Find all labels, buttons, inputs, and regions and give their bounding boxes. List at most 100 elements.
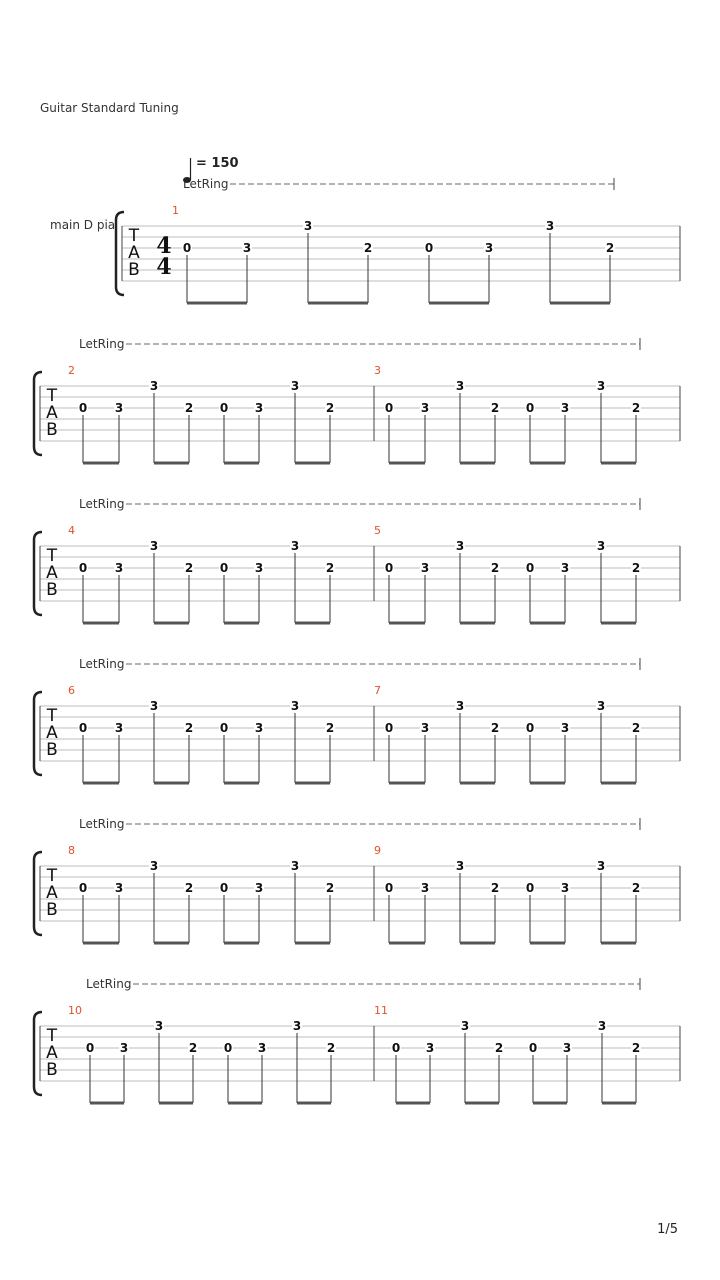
fret-backdrop [188,1041,198,1054]
fret-number: 0 [79,561,87,575]
system-bracket [32,370,43,457]
tab-clef-letter: T [46,706,58,726]
fret-number: 2 [491,881,499,895]
fret-backdrop [560,561,570,574]
fret-number: 2 [606,241,614,255]
fret-number: 0 [385,881,393,895]
tab-clef-letter: A [46,883,58,903]
tab-clef-letter: B [46,900,58,920]
fret-backdrop [184,561,194,574]
fret-backdrop [490,881,500,894]
fret-number: 3 [150,699,158,713]
measure-number: 5 [374,524,381,537]
track-name: main D pia [50,218,115,232]
fret-number: 0 [79,881,87,895]
tab-clef-letter: B [46,740,58,760]
fret-number: 3 [563,1041,571,1055]
tab-clef-letter: B [46,580,58,600]
fret-number: 2 [491,721,499,735]
fret-backdrop [290,699,300,712]
fret-backdrop [545,219,555,232]
tab-clef-letter: T [128,226,140,246]
fret-backdrop [425,1041,435,1054]
fret-number: 3 [258,1041,266,1055]
fret-backdrop [525,721,535,734]
fret-backdrop [596,699,606,712]
fret-number: 3 [150,379,158,393]
fret-number: 2 [326,401,334,415]
fret-backdrop [490,561,500,574]
measure-number: 8 [68,844,75,857]
fret-backdrop [114,721,124,734]
fret-backdrop [149,539,159,552]
fret-backdrop [597,1019,607,1032]
fret-number: 3 [561,721,569,735]
fret-backdrop [85,1041,95,1054]
fret-number: 3 [291,859,299,873]
fret-backdrop [254,881,264,894]
fret-backdrop [78,561,88,574]
fret-number: 3 [255,561,263,575]
fret-backdrop [384,401,394,414]
fret-backdrop [254,401,264,414]
fret-number: 3 [485,241,493,255]
fret-backdrop [303,219,313,232]
fret-backdrop [219,721,229,734]
fret-number: 3 [456,859,464,873]
fret-backdrop [560,881,570,894]
fret-number: 2 [185,561,193,575]
fret-backdrop [596,859,606,872]
fret-backdrop [631,401,641,414]
fret-backdrop [494,1041,504,1054]
fret-backdrop [290,379,300,392]
tab-clef-letter: A [128,243,140,263]
fret-number: 0 [79,401,87,415]
fret-number: 3 [456,539,464,553]
fret-number: 3 [597,859,605,873]
fret-backdrop [384,881,394,894]
tab-clef-letter: T [46,546,58,566]
fret-backdrop [455,699,465,712]
tempo-note-head [183,177,191,183]
fret-backdrop [455,379,465,392]
fret-number: 0 [425,241,433,255]
fret-number: 3 [456,379,464,393]
measure-number: 4 [68,524,75,537]
fret-number: 3 [115,721,123,735]
fret-backdrop [631,1041,641,1054]
measure-number: 1 [172,204,179,217]
fret-backdrop [254,561,264,574]
fret-backdrop [184,721,194,734]
let-ring-label: LetRing [79,657,124,671]
fret-number: 3 [155,1019,163,1033]
fret-backdrop [325,401,335,414]
time-sig-top: 4 [156,233,171,259]
fret-number: 3 [120,1041,128,1055]
fret-backdrop [596,379,606,392]
fret-number: 0 [220,881,228,895]
tab-clef-letter: T [46,866,58,886]
fret-backdrop [384,561,394,574]
fret-backdrop [420,721,430,734]
fret-number: 3 [150,539,158,553]
fret-number: 3 [597,379,605,393]
fret-number: 3 [421,401,429,415]
fret-number: 3 [598,1019,606,1033]
fret-backdrop [184,401,194,414]
fret-backdrop [223,1041,233,1054]
fret-number: 0 [385,561,393,575]
tab-clef-letter: A [46,563,58,583]
time-sig-bottom: 4 [156,254,171,280]
fret-backdrop [455,859,465,872]
fret-backdrop [525,401,535,414]
fret-number: 0 [392,1041,400,1055]
fret-number: 2 [185,401,193,415]
fret-backdrop [560,721,570,734]
fret-backdrop [242,241,252,254]
fret-number: 2 [491,401,499,415]
fret-number: 2 [185,721,193,735]
fret-number: 0 [385,721,393,735]
fret-backdrop [149,859,159,872]
fret-backdrop [78,401,88,414]
